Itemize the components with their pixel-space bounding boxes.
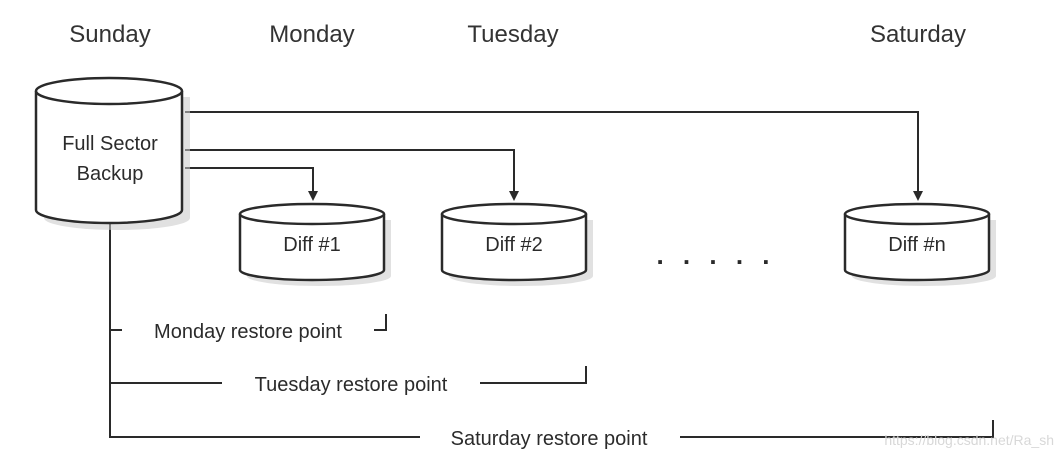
diff-2-cylinder: Diff #2	[440, 202, 593, 286]
full-backup-cylinder: Full Sector Backup	[34, 76, 190, 230]
day-label-tuesday: Tuesday	[467, 21, 558, 48]
diff-n-label: Diff #n	[888, 234, 945, 256]
full-backup-label-line2: Backup	[77, 163, 144, 185]
tuesday-restore-point-label: Tuesday restore point	[255, 374, 448, 396]
restore-line-monday-right	[374, 314, 387, 331]
ellipsis-dots: . . . . .	[656, 240, 775, 270]
restore-line-saturday-left	[109, 222, 420, 438]
day-label-sunday: Sunday	[69, 21, 150, 48]
day-label-monday: Monday	[269, 21, 354, 48]
day-label-saturday: Saturday	[870, 21, 966, 48]
watermark-text: https://blog.csdn.net/Ra_sh	[884, 432, 1054, 448]
diff-2-label: Diff #2	[485, 234, 542, 256]
diff-1-label: Diff #1	[283, 234, 340, 256]
restore-line-saturday-right	[680, 420, 994, 438]
restore-line-tuesday-right	[480, 366, 587, 384]
connector-to-diff-2	[185, 149, 519, 201]
monday-restore-point-label: Monday restore point	[154, 321, 342, 343]
connector-to-diff-n	[185, 111, 923, 201]
saturday-restore-point-label: Saturday restore point	[451, 428, 648, 450]
connector-to-diff-1	[185, 167, 318, 201]
full-backup-label-line1: Full Sector	[62, 133, 158, 155]
diff-n-cylinder: Diff #n	[843, 202, 996, 286]
diff-1-cylinder: Diff #1	[238, 202, 391, 286]
